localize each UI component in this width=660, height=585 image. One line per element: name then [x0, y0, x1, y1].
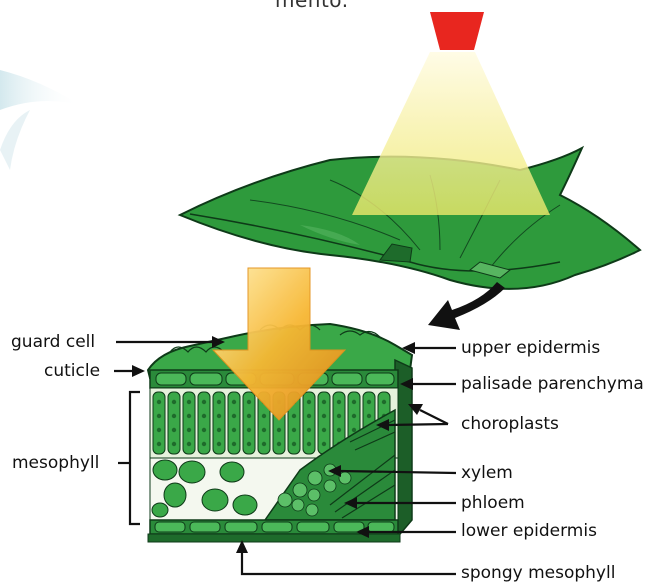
chloroplast-dot [322, 414, 326, 418]
mesophyll-bracket [130, 392, 140, 524]
chloroplast-dot [262, 414, 266, 418]
label-cuticle: cuticle [44, 361, 100, 381]
chloroplast-dot [232, 428, 236, 432]
chloroplast-dot [157, 414, 161, 418]
chloroplast-dot [352, 414, 356, 418]
chloroplast-dot [352, 428, 356, 432]
chloroplast-dot [202, 442, 206, 446]
chloroplast-dot [307, 400, 311, 404]
chloroplast-dot [217, 400, 221, 404]
chloroplast-dot [277, 442, 281, 446]
label-palisade-parenchyma: palisade parenchyma [461, 374, 644, 394]
chloroplast-dot [247, 400, 251, 404]
label-xylem: xylem [461, 463, 513, 483]
choroplasts-pointer [420, 410, 448, 424]
chloroplast-dot [217, 442, 221, 446]
chloroplast-dot [217, 414, 221, 418]
label-guard-cell: guard cell [11, 332, 95, 352]
chloroplast-dot [262, 428, 266, 432]
label-spongy-mesophyll: spongy mesophyll [461, 563, 615, 583]
chloroplast-dot [367, 400, 371, 404]
chloroplast-dot [202, 428, 206, 432]
chloroplast-dot [307, 414, 311, 418]
chloroplast-dot [337, 428, 341, 432]
chloroplast-dot [232, 400, 236, 404]
chloroplast-dot [202, 414, 206, 418]
chloroplast-dot [157, 400, 161, 404]
chloroplast-dot [322, 400, 326, 404]
curved-arrow-icon [428, 282, 505, 330]
chloroplast-dot [172, 442, 176, 446]
chloroplast-dot [382, 400, 386, 404]
label-lower-epidermis: lower epidermis [461, 521, 597, 541]
chloroplast-dot [187, 400, 191, 404]
chloroplast-dot [172, 400, 176, 404]
spongy-mesophyll-pointer [242, 552, 456, 574]
chloroplast-dot [172, 428, 176, 432]
label-mesophyll: mesophyll [12, 453, 99, 473]
lamp-icon [430, 12, 484, 50]
chloroplast-dot [337, 400, 341, 404]
chloroplast-dot [262, 442, 266, 446]
chloroplast-dot [292, 414, 296, 418]
chloroplast-dot [232, 414, 236, 418]
chloroplast-dot [277, 428, 281, 432]
chloroplast-dot [172, 414, 176, 418]
label-upper-epidermis: upper epidermis [461, 338, 600, 358]
chloroplast-dot [292, 428, 296, 432]
chloroplast-dot [352, 400, 356, 404]
chloroplast-dot [187, 414, 191, 418]
chloroplast-dot [367, 414, 371, 418]
label-phloem: phloem [461, 493, 525, 513]
chloroplast-dot [232, 442, 236, 446]
chloroplast-dot [337, 414, 341, 418]
chloroplast-dot [217, 428, 221, 432]
chloroplast-dot [202, 400, 206, 404]
chloroplast-dot [307, 428, 311, 432]
chloroplast-dot [187, 428, 191, 432]
chloroplast-dot [292, 442, 296, 446]
chloroplast-dot [187, 442, 191, 446]
chloroplast-dot [157, 428, 161, 432]
chloroplast-dot [247, 428, 251, 432]
chloroplast-dot [307, 442, 311, 446]
decorative-swoosh [0, 70, 80, 110]
label-choroplasts: choroplasts [461, 414, 559, 434]
chloroplast-dot [322, 442, 326, 446]
chloroplast-dot [247, 414, 251, 418]
chloroplast-dot [157, 442, 161, 446]
chloroplast-dot [247, 442, 251, 446]
light-beam [352, 52, 550, 215]
chloroplast-dot [322, 428, 326, 432]
